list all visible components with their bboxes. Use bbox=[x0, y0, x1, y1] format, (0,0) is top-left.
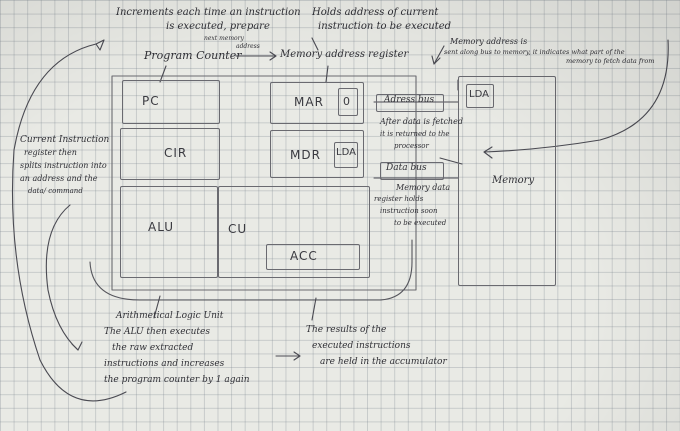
mar-label: MAR bbox=[294, 95, 324, 109]
top-mid-note-2: instruction to be executed bbox=[318, 21, 452, 32]
alu-note-1: Arithmetical Logic Unit bbox=[116, 311, 224, 321]
top-left-note-1: Increments each time an instruction bbox=[116, 7, 301, 18]
results-note-2: executed instructions bbox=[312, 341, 411, 351]
top-right-pointer bbox=[433, 45, 445, 65]
memory-value: LDA bbox=[469, 89, 489, 100]
memory-value-box bbox=[466, 84, 494, 108]
top-right-note-3: memory to fetch data from bbox=[566, 57, 655, 65]
top-left-note-3: next memory bbox=[204, 35, 244, 42]
address-bus-label: Adress bus bbox=[384, 95, 435, 105]
alu-note-2: The ALU then executes bbox=[104, 327, 210, 337]
alu-note-3: the raw extracted bbox=[112, 343, 194, 353]
top-left-note-4: address bbox=[236, 43, 260, 50]
program-counter-label: Program Counter bbox=[144, 49, 242, 62]
mdr-label: MDR bbox=[290, 148, 321, 162]
mar-pointer bbox=[325, 65, 329, 83]
fetched-note-3: processor bbox=[394, 142, 429, 150]
pc-label: PC bbox=[142, 94, 160, 108]
results-note-3: are held in the accumulator bbox=[320, 357, 447, 367]
data-bus-box bbox=[380, 162, 444, 180]
cu-label: CU bbox=[228, 222, 248, 236]
cir-note-3: splits instruction into bbox=[20, 161, 107, 170]
top-mid-note-1: Holds address of current bbox=[312, 7, 439, 18]
mdr-note-4: to be executed bbox=[394, 219, 447, 227]
alu-note-pointer bbox=[153, 295, 161, 319]
fetched-note-1: After data is fetched bbox=[380, 117, 463, 126]
top-left-note-2: is executed, prepare bbox=[166, 21, 270, 32]
cir-note-arrow-head bbox=[71, 341, 83, 351]
cir-label: CIR bbox=[164, 146, 188, 160]
mar-value: 0 bbox=[343, 95, 351, 108]
processor-outline bbox=[111, 75, 417, 291]
loop-arrow-left-head bbox=[95, 39, 105, 51]
alu-note-4: instructions and increases bbox=[104, 359, 225, 369]
top-right-note-1: Memory address is bbox=[450, 37, 528, 46]
data-bus-label: Data bus bbox=[386, 163, 427, 173]
top-right-note-2: sent along bus to memory, it indicates w… bbox=[444, 48, 625, 56]
loop-arrow-left bbox=[11, 43, 127, 402]
mdr-note-1: Memory data bbox=[396, 183, 451, 192]
pc-box bbox=[122, 80, 220, 124]
mdr-value-box bbox=[334, 142, 358, 168]
results-note-1: The results of the bbox=[306, 325, 387, 335]
memory-address-register-label: Memory address register bbox=[280, 49, 409, 60]
cir-note-4: an address and the bbox=[20, 174, 98, 183]
alu-note-5: the program counter by 1 again bbox=[104, 375, 250, 385]
pc-mar-arrow-head bbox=[269, 51, 277, 61]
alu-results-arrow-head bbox=[293, 351, 301, 361]
mdr-box bbox=[270, 130, 364, 178]
cir-note-5: data/ command bbox=[28, 187, 83, 195]
top-right-pointer-head bbox=[431, 55, 441, 65]
mar-box bbox=[270, 82, 364, 124]
cir-box bbox=[120, 128, 220, 180]
address-bus-box bbox=[376, 94, 444, 112]
cir-note-arrow bbox=[45, 204, 79, 351]
results-pointer bbox=[311, 297, 317, 321]
memory-label: Memory bbox=[492, 175, 535, 186]
alu-box bbox=[120, 186, 218, 278]
mdr-note-2: register holds bbox=[374, 195, 424, 203]
mdr-note-3: instruction soon bbox=[380, 207, 438, 215]
cu-box bbox=[218, 186, 370, 278]
acc-box bbox=[266, 244, 360, 270]
memory-arrow-head bbox=[483, 146, 493, 159]
memory-box bbox=[458, 76, 556, 286]
alu-label: ALU bbox=[148, 220, 175, 234]
cir-note-2: register then bbox=[24, 148, 77, 157]
mar-value-box bbox=[338, 88, 358, 116]
fetched-note-2: it is returned to the bbox=[380, 130, 450, 138]
mdr-value: LDA bbox=[336, 147, 356, 158]
pc-pointer bbox=[159, 65, 167, 83]
bus-loop bbox=[89, 261, 413, 301]
memory-arrow bbox=[483, 39, 669, 153]
acc-label: ACC bbox=[290, 249, 318, 263]
cir-note-1: Current Instruction bbox=[20, 135, 110, 145]
top-note-pointer bbox=[311, 37, 319, 51]
